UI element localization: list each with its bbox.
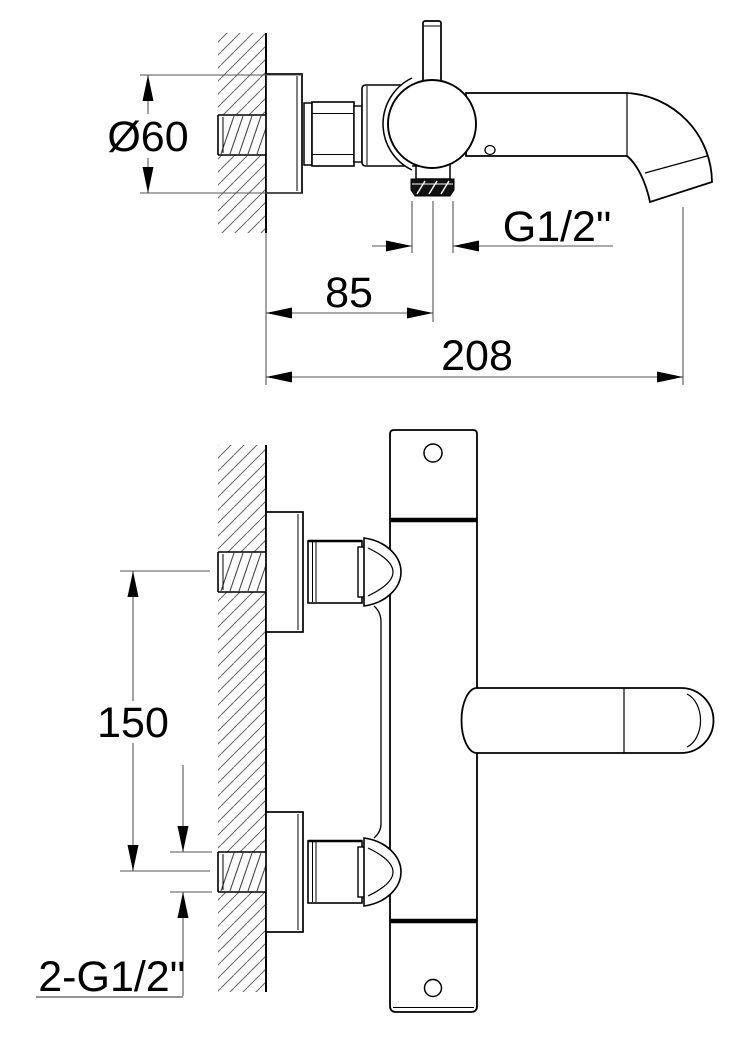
mounting-hole-top [423, 443, 443, 463]
dimension-150: 150 [97, 570, 210, 872]
spout-front-inner-arc [686, 693, 702, 748]
mounting-hole-bottom [423, 978, 443, 998]
union-nut-lower [363, 837, 402, 907]
dim-label-outlet-thread: G1/2" [503, 203, 612, 251]
dimension-outlet-thread: G1/2" [372, 201, 613, 322]
spout-tip-band [644, 155, 708, 174]
dimension-diameter-60: Ø60 [107, 74, 302, 194]
set-screw-dot [484, 144, 496, 156]
escutcheon-side [265, 73, 303, 194]
dimension-85: 85 [266, 269, 433, 319]
hex-nut [311, 101, 355, 167]
collar [303, 102, 313, 166]
wall-hatching-front [218, 445, 267, 992]
escutcheon-upper [265, 511, 304, 633]
dim-label-85: 85 [325, 269, 373, 317]
inlet-connector-lower [307, 837, 402, 907]
escutcheon-lower [265, 811, 304, 933]
wall-pipe-side [217, 114, 267, 156]
front-view: 150 2-G1/2" [36, 429, 715, 1013]
inlet-connector-upper [307, 537, 402, 607]
spacer-ring [353, 105, 363, 163]
dim-label-diameter-60: Ø60 [107, 113, 188, 161]
wall-pipe-lower [217, 851, 267, 893]
wall-pipe-upper [217, 551, 267, 593]
wall-hatching-side [218, 33, 267, 385]
valve-body-circle [387, 79, 477, 169]
union-nut-upper [363, 537, 402, 607]
dimension-inlet-threads: 2-G1/2" [36, 765, 212, 1001]
side-view: Ø60 G1/2" 85 208 [107, 20, 713, 385]
dimension-208: 208 [266, 207, 684, 385]
union-silhouette-line [373, 605, 382, 839]
spout-arm [465, 92, 713, 204]
dim-label-208: 208 [441, 332, 513, 380]
spout-front [460, 687, 715, 754]
dim-label-150: 150 [97, 699, 169, 747]
dim-label-inlet-threads: 2-G1/2" [38, 953, 185, 1001]
handle-stem [422, 20, 442, 86]
